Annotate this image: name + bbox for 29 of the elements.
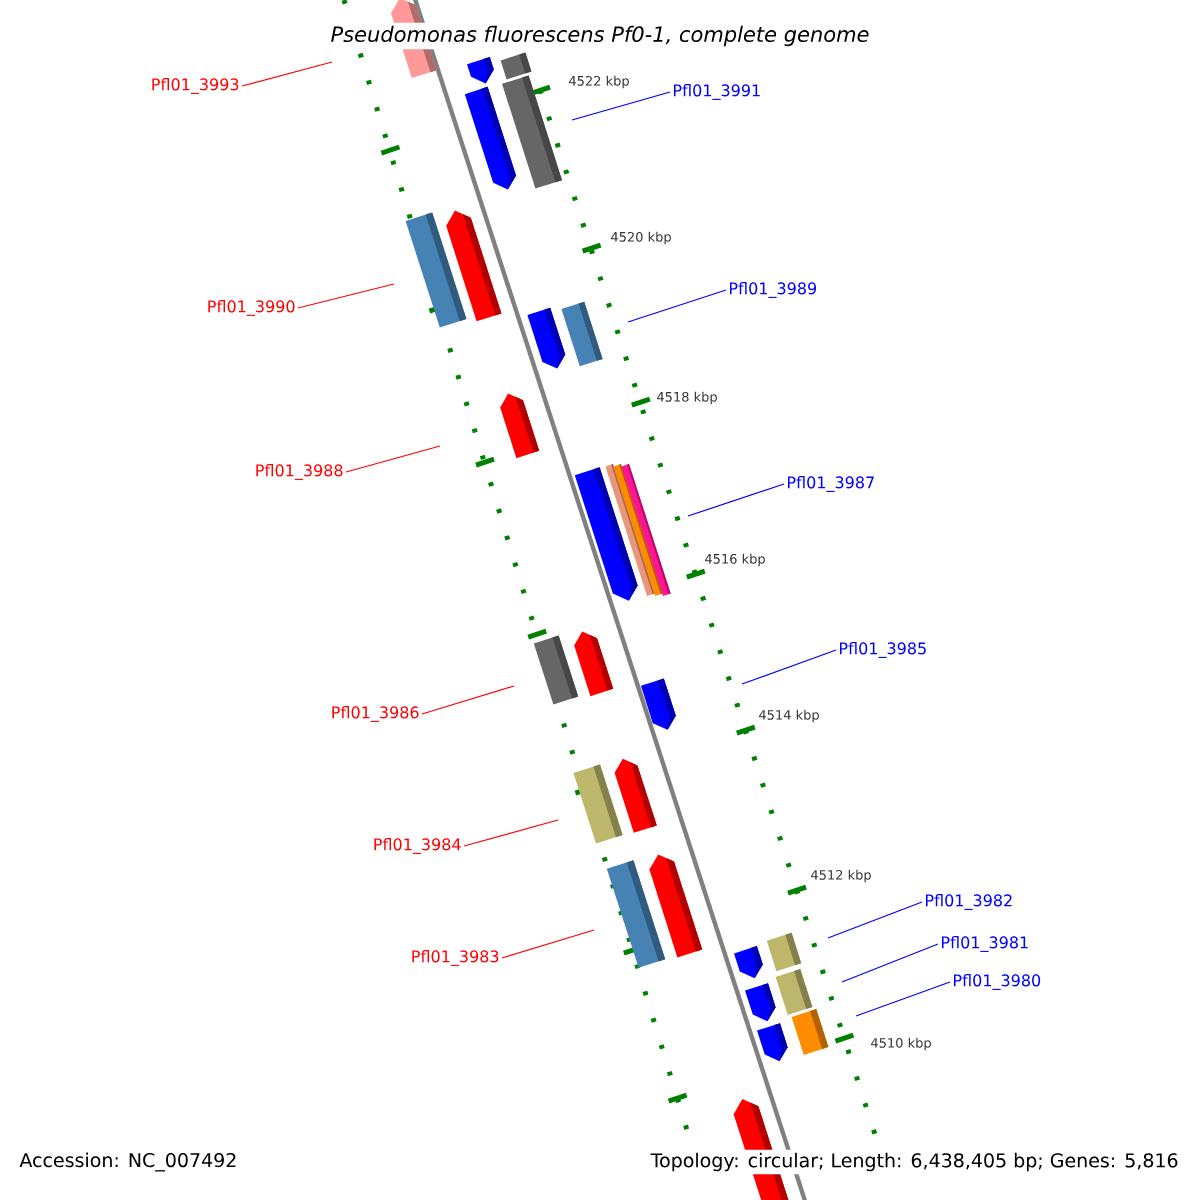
gene-label: Pfl01_3988	[256, 464, 343, 480]
gene-label: Pfl01_3993	[152, 78, 239, 94]
leader-line	[421, 685, 515, 715]
leader-line	[501, 929, 595, 959]
gene-label: Pfl01_3987	[788, 476, 874, 492]
leader-line	[841, 943, 939, 983]
title: Pseudomonas fluorescens Pf0-1, complete genome	[327, 22, 873, 50]
leader-line	[345, 445, 441, 473]
gene-label: Pfl01_3980	[954, 974, 1041, 990]
gene-label: Pfl01_3984	[374, 838, 461, 854]
gene-label: Pfl01_3986	[332, 706, 419, 722]
leader-line	[571, 91, 671, 121]
gene-label: Pfl01_3991	[673, 84, 760, 100]
leader-line	[855, 981, 951, 1017]
leader-line	[627, 289, 727, 323]
leader-line	[741, 649, 837, 685]
leader-line	[463, 819, 559, 847]
leader-line	[687, 483, 785, 517]
genome-info-label: Topology: circular; Length: 6,438,405 bp; Genes: 5,816	[647, 1149, 1182, 1175]
gene-label: Pfl01_3983	[412, 950, 499, 966]
gene-label: Pfl01_3989	[730, 282, 817, 298]
gene-label: Pfl01_3982	[926, 894, 1012, 910]
gene-label: Pfl01_3981	[942, 936, 1028, 952]
leader-line	[297, 283, 395, 309]
leader-line	[241, 61, 333, 87]
accession-label: Accession: NC_007492	[16, 1149, 241, 1175]
gene-label: Pfl01_3985	[840, 642, 926, 658]
gene-label: Pfl01_3990	[208, 300, 295, 316]
leader-line	[827, 901, 923, 939]
